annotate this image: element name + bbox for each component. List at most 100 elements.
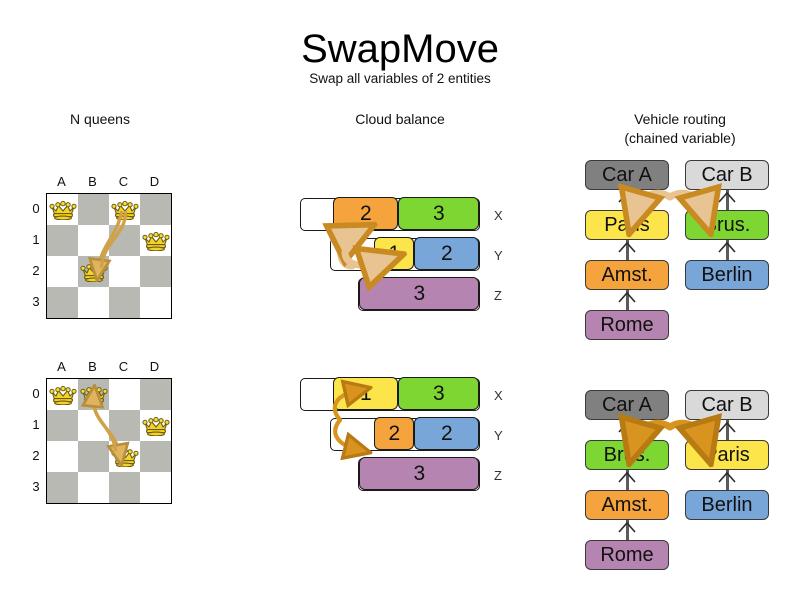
cloud-computer-label-y: Y [494,428,503,443]
board-cell[interactable] [140,256,171,287]
vrp-vehicle-car-a[interactable]: Car A [585,390,669,420]
cloud-process-segment[interactable]: 2 [414,417,480,451]
board-file-label-c: C [118,174,129,189]
cloud-computer-bar[interactable]: 3 [358,457,480,491]
vrp-arrow-head-icon [718,191,736,203]
vrp-swap-arrow-after-right [666,423,704,440]
cloud-process-segment[interactable]: 3 [359,457,480,491]
vrp-chain-edge [725,190,729,210]
board-cell[interactable] [47,225,78,256]
board-cell[interactable] [47,410,78,441]
board-rank-label-3: 3 [32,294,40,309]
vrp-customer-node[interactable]: Rome [585,540,669,570]
vrp-customer-node[interactable]: Brus. [585,440,669,470]
board-cell[interactable] [78,441,109,472]
board-cell[interactable] [47,472,78,503]
vrp-customer-node[interactable]: Berlin [685,260,769,290]
cloud-computer-label-x: X [494,208,503,223]
board-cell[interactable] [47,441,78,472]
board-cell[interactable] [109,256,140,287]
board-cell[interactable] [78,472,109,503]
board-file-label-b: B [88,174,97,189]
queen-piece[interactable] [47,194,78,225]
cloud-process-segment[interactable]: 1 [374,237,415,271]
board-cell[interactable] [78,194,109,225]
board-cell[interactable] [140,379,171,410]
board-rank-label-1: 1 [32,232,40,247]
vrp-heading-line1: Vehicle routing [634,111,726,127]
chess-grid [46,378,172,504]
vrp-arrow-head-icon [718,241,736,253]
queen-piece[interactable] [109,441,140,472]
vrp-customer-node[interactable]: Berlin [685,490,769,520]
board-cell[interactable] [109,225,140,256]
board-cell[interactable] [109,287,140,318]
cloud-process-segment[interactable]: 1 [333,377,399,411]
queen-piece[interactable] [140,225,171,256]
page-title: SwapMove [301,27,499,71]
vrp-vehicle-car-b[interactable]: Car B [685,160,769,190]
column-heading-nqueens: N queens [70,111,130,127]
vrp-customer-node[interactable]: Paris [585,210,669,240]
vrp-vehicle-car-a[interactable]: Car A [585,160,669,190]
cloud-process-segment[interactable]: 3 [359,277,480,311]
vrp-vehicle-car-b[interactable]: Car B [685,390,769,420]
board-rank-label-0: 0 [32,201,40,216]
column-heading-cloud-balance: Cloud balance [355,111,445,127]
cloud-process-segment[interactable]: 2 [374,417,415,451]
board-cell[interactable] [140,194,171,225]
column-heading-vehicle-routing: Vehicle routing (chained variable) [575,110,785,148]
board-file-label-c: C [118,359,129,374]
vrp-swap-arrow-after-left [636,423,674,440]
board-file-label-d: D [149,359,160,374]
board-cell[interactable] [140,472,171,503]
board-file-label-a: A [57,174,66,189]
board-cell[interactable] [140,441,171,472]
board-cell[interactable] [109,472,140,503]
vrp-customer-node[interactable]: Brus. [685,210,769,240]
cloud-computer-label-y: Y [494,248,503,263]
cloud-computer-bar[interactable]: 3 [358,277,480,311]
queen-piece[interactable] [78,256,109,287]
queen-piece[interactable] [78,379,109,410]
cloud-computer-label-z: Z [494,468,502,483]
cloud-process-segment[interactable]: 2 [414,237,480,271]
board-cell[interactable] [78,287,109,318]
vrp-chain-edge [625,240,629,260]
board-rank-label-2: 2 [32,448,40,463]
cloud-process-segment[interactable]: 3 [398,377,480,411]
vrp-arrow-head-icon [618,421,636,433]
vrp-customer-node[interactable]: Amst. [585,260,669,290]
cloud-process-segment[interactable]: 3 [398,197,480,231]
vrp-arrow-head-icon [618,291,636,303]
cloud-computer-label-z: Z [494,288,502,303]
queen-piece[interactable] [140,410,171,441]
board-cell[interactable] [47,256,78,287]
vrp-chain-edge [725,240,729,260]
board-cell[interactable] [47,287,78,318]
vrp-chain-edge [725,420,729,440]
vrp-customer-node[interactable]: Amst. [585,490,669,520]
chess-grid [46,193,172,319]
vrp-customer-node[interactable]: Paris [685,440,769,470]
board-cell[interactable] [78,225,109,256]
board-cell[interactable] [109,410,140,441]
vrp-customer-node[interactable]: Rome [585,310,669,340]
board-file-label-b: B [88,359,97,374]
board-cell[interactable] [140,287,171,318]
board-rank-label-1: 1 [32,417,40,432]
board-cell[interactable] [78,410,109,441]
board-rank-label-2: 2 [32,263,40,278]
board-rank-label-3: 3 [32,479,40,494]
vrp-chain-edge [625,470,629,490]
queen-piece[interactable] [47,379,78,410]
board-cell[interactable] [109,379,140,410]
queen-piece[interactable] [109,194,140,225]
cloud-process-segment[interactable]: 2 [333,197,399,231]
